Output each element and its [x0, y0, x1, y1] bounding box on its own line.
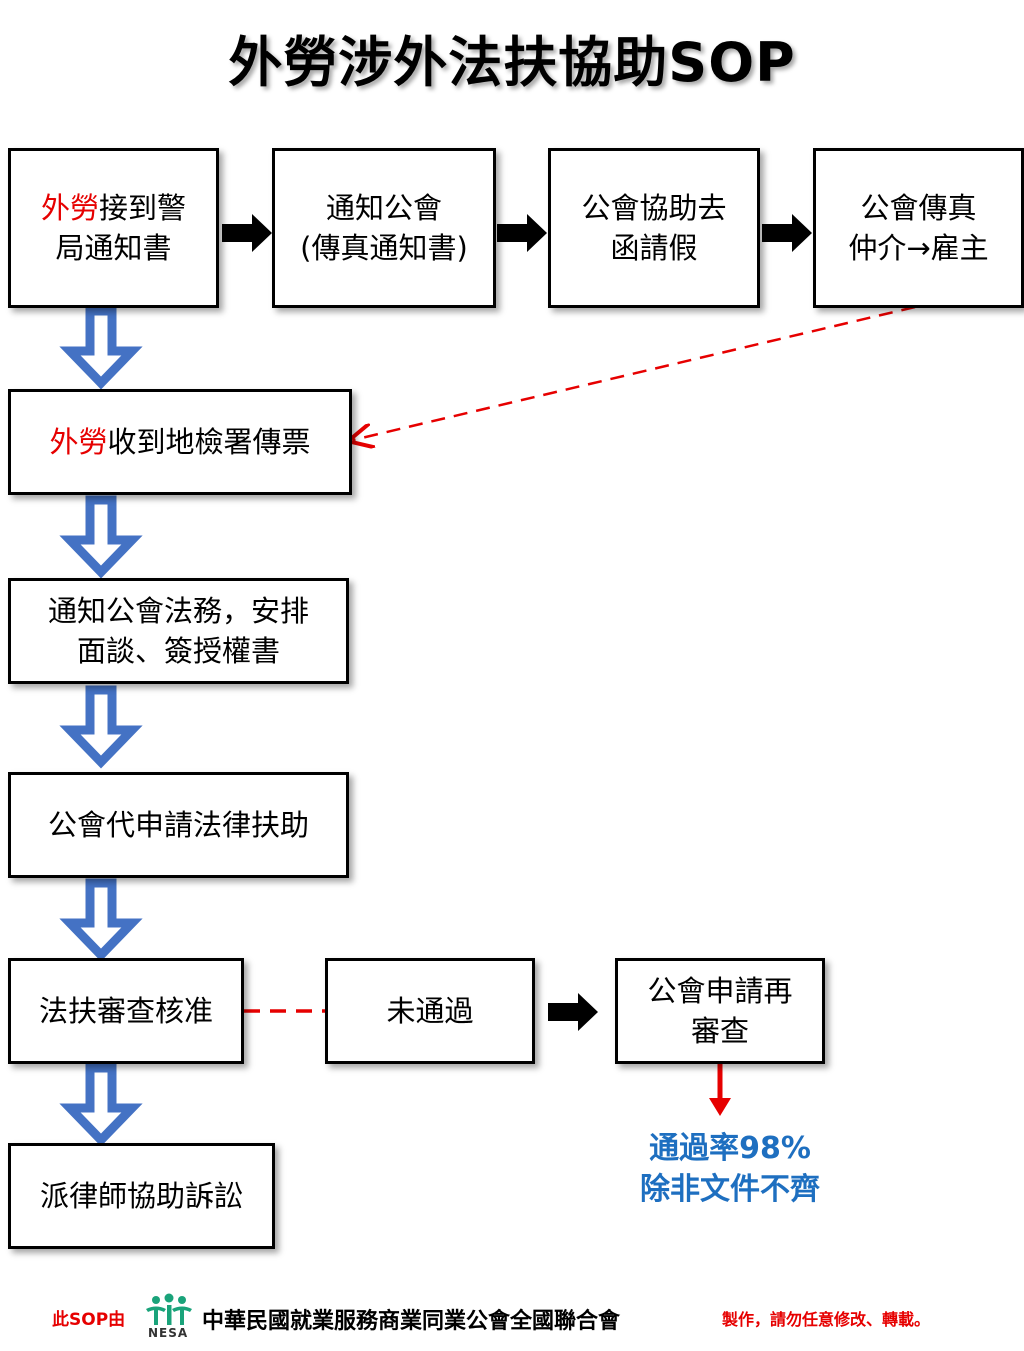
step-text: 收到地檢署傳票: [107, 424, 311, 459]
step-assign-lawyer: 派律師協助訴訟: [8, 1143, 275, 1249]
dashed-connector: [353, 305, 916, 440]
right-arrow-icon: [762, 214, 812, 252]
step-not-approved: 未通過: [325, 958, 535, 1064]
step-text: 派律師協助訴訟: [39, 1178, 243, 1213]
step-police-notice: 外勞接到警 局通知書: [8, 148, 219, 308]
footer-suffix: 製作，請勿任意修改、轉載。: [722, 1310, 931, 1329]
step-union-fax: 公會傳真 仲介→雇主: [813, 148, 1024, 308]
page-title: 外勞涉外法扶協助SOP: [228, 31, 796, 94]
right-arrow-icon: [222, 214, 272, 252]
step-text: 未通過: [386, 993, 474, 1028]
step-text: 函請假: [610, 231, 698, 265]
nesa-logo-icon: [146, 1293, 192, 1325]
step-apply-legal-aid: 公會代申請法律扶助: [8, 772, 349, 878]
step-text: 仲介→雇主: [848, 231, 989, 265]
down-arrow-icon: [59, 685, 143, 769]
step-union-leave-letter: 公會協助去 函請假: [548, 148, 760, 308]
footer-prefix: 此SOP由: [52, 1310, 126, 1330]
step-text: 公會傳真: [860, 190, 977, 225]
step-reapply-review: 公會申請再 審查: [615, 958, 825, 1064]
organization-name: 中華民國就業服務商業同業公會全國聯合會: [202, 1309, 621, 1334]
step-text: (傳真通知書): [300, 231, 468, 265]
pass-rate-condition: 除非文件不齊: [640, 1172, 820, 1208]
step-text: 公會代申請法律扶助: [47, 807, 309, 842]
step-text: 接到警: [99, 190, 187, 225]
down-arrow-icon: [59, 878, 143, 962]
logo-text: NESA: [148, 1326, 189, 1340]
step-legal-interview: 通知公會法務，安排 面談、簽授權書: [8, 578, 349, 684]
step-notify-union: 通知公會 (傳真通知書): [272, 148, 496, 308]
down-arrow-icon: [59, 495, 143, 579]
step-text: 審查: [690, 1014, 749, 1048]
footer: 此SOP由 NESA 中華民國就業服務商業同業公會全國聯合會 製作，請勿任意修改…: [0, 1293, 1024, 1343]
pass-rate-note: 通過率98% 除非文件不齊: [600, 1128, 860, 1211]
step-receive-summons: 外勞收到地檢署傳票: [8, 389, 352, 495]
right-arrow-icon: [497, 214, 547, 252]
right-arrow-icon: [548, 993, 598, 1031]
down-arrow-icon: [59, 306, 143, 390]
highlight-foreign-worker: 外勞: [40, 190, 99, 225]
red-down-arrow-icon: [709, 1063, 731, 1116]
step-text: 通知公會: [325, 190, 442, 225]
highlight-foreign-worker: 外勞: [49, 424, 108, 459]
step-text: 面談、簽授權書: [76, 634, 280, 668]
step-text: 法扶審查核准: [38, 993, 213, 1028]
step-text: 局通知書: [55, 231, 172, 265]
down-arrow-icon: [59, 1063, 143, 1147]
step-review-approval: 法扶審查核准: [8, 958, 244, 1064]
step-text: 公會申請再: [647, 973, 793, 1008]
pass-rate-text: 通過率98%: [649, 1131, 811, 1166]
step-text: 通知公會法務，安排: [47, 593, 309, 628]
step-text: 公會協助去: [581, 190, 727, 225]
